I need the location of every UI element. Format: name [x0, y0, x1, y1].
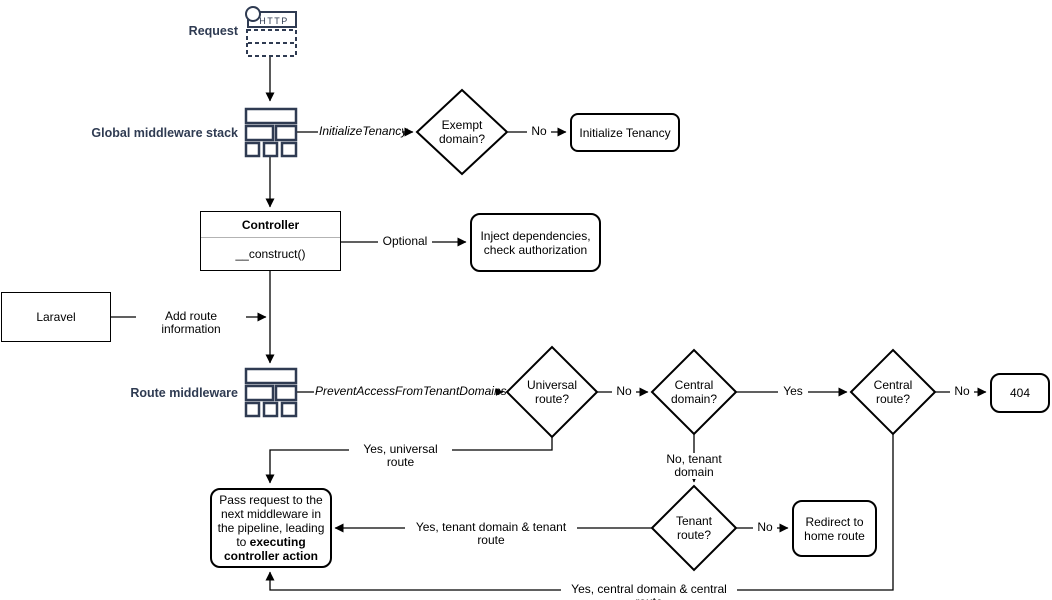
global-middleware-stack-icon	[244, 107, 298, 158]
laravel-node: Laravel	[1, 292, 111, 342]
edge-label-exempt-no: No	[527, 125, 551, 138]
tenant-route-text: Tenant route?	[675, 514, 713, 542]
edge-label-yes-universal-route: Yes, universal route	[349, 443, 452, 469]
universal-route-text: Universal route?	[526, 378, 577, 406]
controller-node: Controller __construct()	[200, 211, 341, 271]
tenant-route-diamond	[650, 484, 738, 572]
central-route-text: Central route?	[873, 378, 913, 406]
edge-label-universal-no: No	[612, 385, 636, 398]
edge-label-tenant-no: No	[753, 521, 777, 534]
inject-dependencies-node: Inject dependencies, check authorization	[470, 213, 601, 272]
initialize-tenancy-node: Initialize Tenancy	[570, 113, 680, 152]
http-label: HTTP	[259, 16, 289, 26]
route-middleware-label: Route middleware	[130, 386, 238, 400]
pass-request-text-normal: Pass request to the next middleware in t…	[217, 493, 325, 549]
controller-title: Controller	[201, 212, 340, 238]
edge-label-yes-central-route: Yes, central domain & central route	[561, 583, 737, 600]
edge-label-no-tenant-domain: No, tenant domain	[645, 453, 743, 479]
route-middleware-stack-icon	[244, 367, 298, 418]
request-label: Request	[188, 24, 238, 38]
404-node: 404	[990, 373, 1050, 413]
pass-request-text-bold: executing controller action	[223, 535, 318, 563]
http-request-icon: HTTP	[245, 6, 297, 57]
edge-label-initialize-tenancy: InitializeTenancy	[318, 124, 408, 138]
edge-label-yes-tenant-route: Yes, tenant domain & tenant route	[405, 521, 577, 547]
global-middleware-stack-label: Global middleware stack	[91, 126, 238, 140]
exempt-domain-diamond	[415, 88, 509, 176]
edge-label-central-domain-yes: Yes	[778, 385, 808, 398]
controller-construct: __construct()	[235, 247, 306, 261]
pass-request-text: Pass request to the next middleware in t…	[215, 493, 327, 563]
central-route-diamond	[849, 348, 937, 436]
redirect-home-node: Redirect to home route	[792, 500, 877, 557]
central-domain-text: Central domain?	[670, 378, 718, 406]
pass-request-node: Pass request to the next middleware in t…	[210, 488, 332, 568]
edge-label-prevent-access: PreventAccessFromTenantDomains	[314, 384, 507, 398]
universal-route-diamond	[505, 345, 599, 439]
central-domain-diamond	[650, 348, 738, 436]
edge-label-central-route-no: No	[950, 385, 974, 398]
edge-label-optional: Optional	[378, 235, 432, 248]
exempt-domain-text: Exempt domain?	[438, 118, 486, 146]
edge-label-add-route-information: Add route information	[136, 310, 246, 336]
